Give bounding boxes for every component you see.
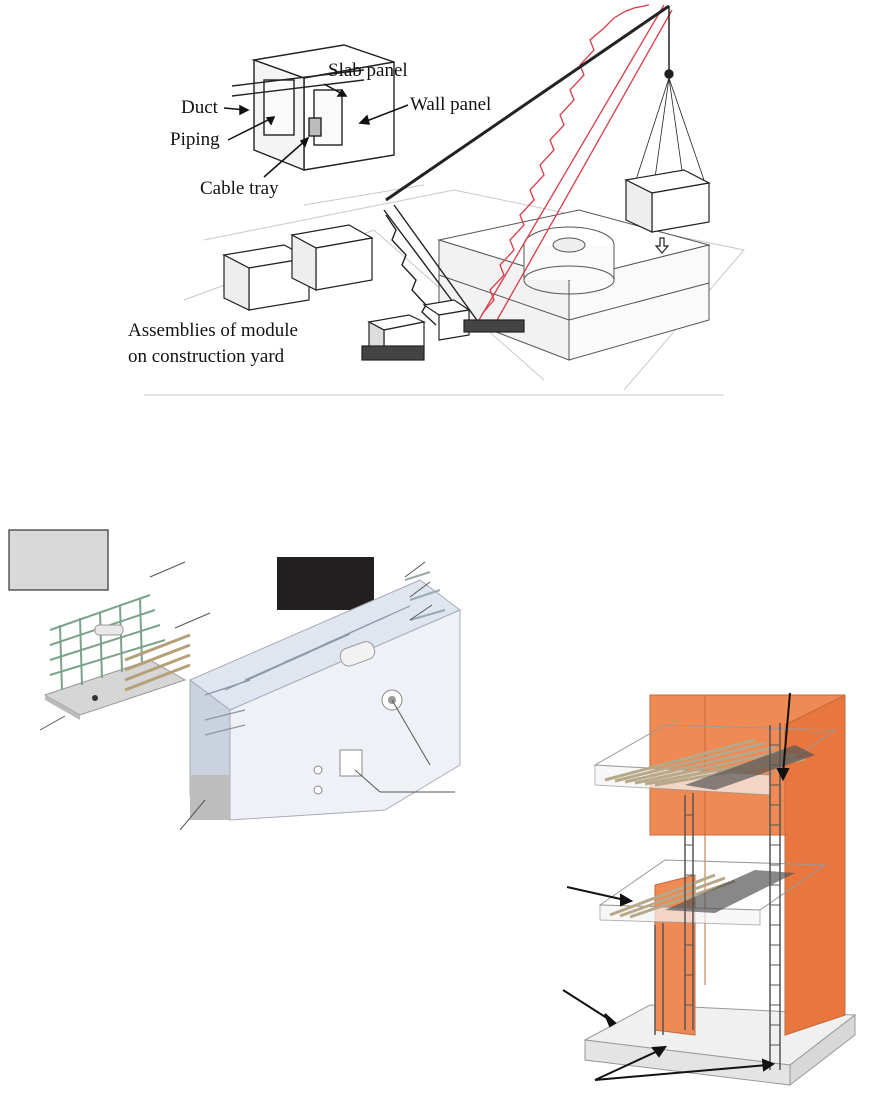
label-duct: Duct [181, 97, 219, 118]
gray-label-box [9, 530, 108, 590]
black-label-box [277, 557, 374, 610]
label-slab-panel: Slab panel [328, 60, 408, 81]
label-assemblies-line1: Assemblies of module [128, 320, 298, 341]
label-assemblies-line2: on construction yard [128, 346, 285, 367]
label-piping: Piping [170, 129, 220, 150]
modular-construction-figure: Slab panel Wall panel Duct Piping Cable … [124, 0, 748, 400]
label-cable-tray: Cable tray [200, 178, 279, 199]
structure-figure [555, 685, 865, 1095]
panel-assembly-figure [0, 520, 470, 850]
ground-modules [224, 225, 372, 310]
label-wall-panel: Wall panel [410, 94, 491, 115]
crane-assembly-diagram: Slab panel Wall panel Duct Piping Cable … [124, 0, 748, 400]
two-storey-structure-diagram [555, 685, 865, 1095]
rebar-cage [45, 595, 190, 720]
rebar-panel-diagram [0, 520, 470, 850]
